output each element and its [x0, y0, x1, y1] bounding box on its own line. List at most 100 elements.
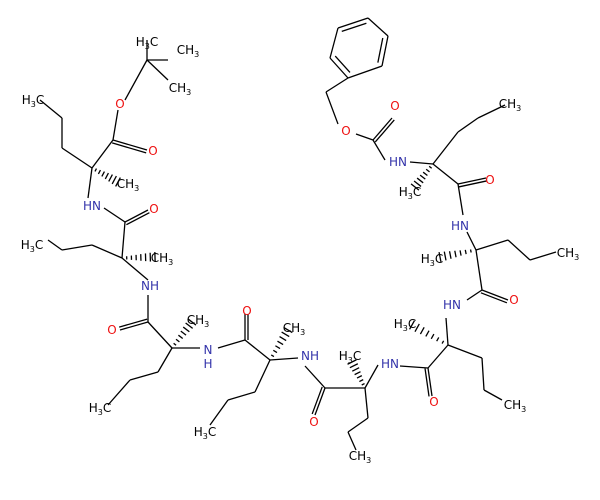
double-bond-line — [112, 139, 148, 151]
stereo-hash-line — [410, 183, 420, 191]
methyl-label: CH3 — [349, 449, 372, 465]
bond-line — [466, 289, 483, 301]
ring-bond-line — [329, 57, 349, 79]
stereo-hash-line — [180, 330, 187, 336]
bond-line — [477, 104, 506, 119]
methyl-label: H3C — [339, 349, 362, 365]
methyl-label: CH3 — [117, 177, 140, 193]
bond-line — [447, 344, 483, 359]
ring-bond-line — [347, 65, 383, 79]
carbonyl-oxygen-label: O — [242, 304, 251, 318]
ester-oxygen-label: O — [115, 97, 124, 111]
bond-line — [529, 251, 557, 261]
carbonyl-oxygen-label: O — [390, 99, 399, 113]
stereo-hash-line — [283, 326, 293, 334]
stereo-hash-line — [425, 168, 430, 173]
methyl-label: H3C — [394, 317, 417, 333]
double-bond-line — [126, 212, 150, 226]
double-bond-line — [480, 292, 508, 304]
stereo-hash-line — [94, 168, 98, 172]
bond-line — [507, 239, 531, 261]
methyl-label: CH3 — [504, 398, 527, 414]
stereo-hash-line — [351, 367, 360, 372]
methyl-label: CH3 — [187, 313, 210, 329]
stereo-hash-line — [441, 340, 445, 344]
bond-line — [87, 167, 93, 199]
bond-line — [457, 117, 479, 133]
stereo-hash-line — [347, 359, 357, 365]
double-bond-line — [119, 321, 149, 331]
double-bond-line — [374, 119, 395, 143]
bond-line — [157, 347, 173, 373]
stereo-hash-line — [454, 250, 457, 258]
bond-line — [254, 359, 271, 393]
stereo-hash-line — [97, 169, 102, 175]
stereo-hash-line — [182, 326, 190, 333]
stereo-hash-line — [356, 375, 363, 379]
stereo-hash-line — [469, 249, 472, 253]
bond-line — [121, 257, 149, 281]
methyl-label: H3C — [194, 425, 217, 441]
ring-bond-line — [337, 17, 369, 29]
stereo-hash-line — [281, 331, 290, 338]
bond-line — [432, 131, 459, 165]
amide-nh-label: HN — [443, 298, 461, 312]
double-bond-line — [458, 180, 487, 188]
double-bond-line — [124, 209, 149, 223]
amide-n-label: N — [204, 343, 213, 357]
stereo-hash-line — [173, 342, 177, 346]
methyl-label: CH3 — [169, 81, 192, 97]
bond-line — [347, 417, 369, 433]
stereo-hash-line — [436, 337, 440, 342]
stereo-hash-line — [430, 333, 435, 340]
bond-line — [457, 183, 464, 216]
methyl-label: CH3 — [177, 43, 200, 59]
methyl-label: H3C — [21, 238, 44, 254]
carbonyl-oxygen-label: O — [485, 173, 494, 187]
methyl-label: CH3 — [283, 321, 306, 337]
amide-nh-label: NH — [141, 279, 159, 293]
methyl-label: H3C — [421, 252, 444, 268]
bond-line — [466, 231, 477, 251]
stereo-hash-line — [101, 171, 106, 177]
stereo-hash-line — [111, 175, 117, 185]
amide-nh-label: HN — [83, 199, 101, 213]
bond-line — [347, 431, 357, 451]
stereo-hash-line — [419, 174, 426, 180]
stereo-hash-line — [425, 330, 430, 337]
stereo-hash-line — [185, 322, 194, 329]
double-bond-line — [311, 386, 323, 415]
methyl-label: CH3 — [557, 246, 580, 262]
stereo-hash-line — [115, 177, 121, 187]
ring-bond-line — [381, 35, 389, 67]
ring-bond-line — [367, 17, 389, 37]
stereo-hash-line — [422, 171, 428, 177]
bond-line — [355, 133, 374, 141]
stereo-hash-line — [361, 383, 365, 386]
methyl-label: CH3 — [499, 97, 522, 113]
stereo-hash-line — [448, 251, 452, 259]
stereo-hash-line — [104, 172, 109, 180]
bond-line — [121, 221, 126, 259]
bond-line — [244, 339, 271, 361]
ester-oxygen-label: O — [341, 124, 350, 138]
double-bond-line — [481, 289, 509, 301]
ring-bond-line — [329, 27, 339, 59]
bond-line — [47, 239, 63, 251]
bond-line — [304, 365, 326, 389]
bond-line — [427, 344, 449, 369]
amide-nh-label: HN — [451, 219, 469, 233]
bond-line — [481, 357, 485, 391]
carbonyl-oxygen-label: O — [107, 323, 116, 337]
bond-line — [103, 207, 126, 223]
aromatic-bond-line — [377, 37, 384, 63]
bond-line — [475, 239, 509, 251]
bond-line — [129, 371, 159, 381]
bond-line — [364, 364, 379, 389]
stereo-hash-line — [409, 320, 415, 330]
stereo-hash-line — [279, 336, 287, 342]
stereo-hash-line — [359, 379, 364, 383]
bond-line — [269, 357, 299, 361]
bond-line — [147, 321, 173, 349]
stereo-hash-line — [108, 174, 113, 182]
